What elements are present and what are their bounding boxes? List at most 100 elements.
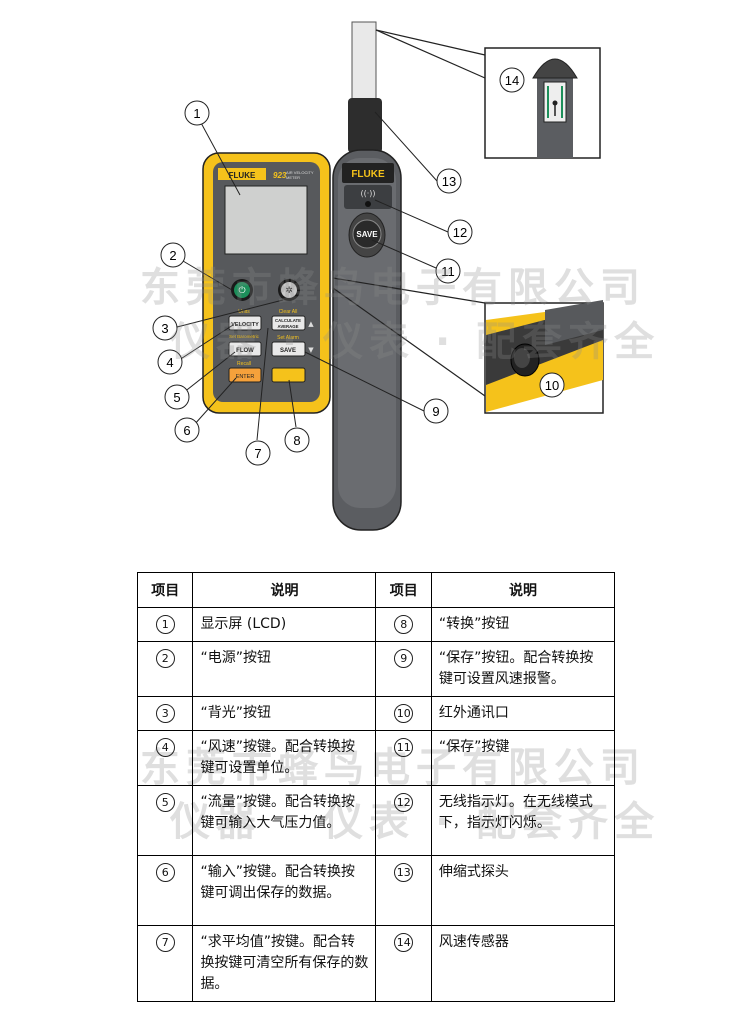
item-number-badge: 12 bbox=[394, 793, 414, 812]
callout-1 bbox=[184, 100, 210, 126]
svg-text:2: 2 bbox=[169, 248, 176, 263]
item-description: “转换”按钮 bbox=[430, 607, 616, 642]
item-description: “输入”按键。配合转换按键可调出保存的数据。 bbox=[192, 855, 377, 926]
flow-key bbox=[228, 341, 262, 357]
callout-5 bbox=[164, 384, 190, 410]
svg-text:ENTER: ENTER bbox=[236, 374, 255, 380]
lcd-display bbox=[224, 185, 308, 255]
item-number-badge: 7 bbox=[155, 933, 175, 952]
item-description: 伸缩式探头 bbox=[430, 855, 616, 926]
svg-text:AIR VELOCITY: AIR VELOCITY bbox=[286, 170, 314, 175]
save-key bbox=[271, 341, 306, 357]
item-number: 3 bbox=[136, 696, 194, 731]
item-number-badge: 6 bbox=[155, 863, 175, 882]
svg-text:11: 11 bbox=[441, 264, 455, 279]
callout-4 bbox=[157, 349, 183, 375]
svg-text:▲: ▲ bbox=[308, 320, 314, 328]
item-description: 显示屏 (LCD) bbox=[192, 607, 377, 642]
item-number-badge: 13 bbox=[394, 863, 414, 882]
item-number-badge: 3 bbox=[155, 704, 175, 723]
svg-text:13: 13 bbox=[442, 174, 456, 189]
svg-text:Recall: Recall bbox=[237, 361, 251, 367]
item-number-badge: 1 bbox=[155, 615, 175, 634]
callout-10 bbox=[539, 372, 565, 398]
meter-brand-logo: FLUKE bbox=[229, 171, 256, 180]
callout-12 bbox=[447, 219, 473, 245]
header-description: 说明 bbox=[192, 572, 377, 608]
item-description: “电源”按钮 bbox=[192, 641, 377, 697]
svg-text:5: 5 bbox=[173, 390, 180, 405]
item-number: 13 bbox=[375, 855, 432, 926]
svg-text:14: 14 bbox=[505, 73, 519, 88]
item-number-badge: 9 bbox=[394, 649, 414, 668]
shift-key bbox=[271, 367, 306, 383]
header-item: 项目 bbox=[136, 572, 194, 608]
svg-text:CALCULATE: CALCULATE bbox=[275, 318, 301, 323]
svg-text:Units: Units bbox=[238, 309, 250, 315]
svg-text:SAVE: SAVE bbox=[280, 348, 296, 354]
callout-14 bbox=[499, 67, 525, 93]
svg-text:4: 4 bbox=[166, 355, 173, 370]
item-number: 11 bbox=[375, 730, 432, 786]
item-number: 2 bbox=[136, 641, 194, 697]
svg-text:7: 7 bbox=[254, 446, 261, 461]
callout-9 bbox=[423, 398, 449, 424]
item-number-badge: 8 bbox=[394, 615, 414, 634]
item-description: “保存”按键 bbox=[430, 730, 616, 786]
svg-text:10: 10 bbox=[545, 378, 559, 393]
item-description: “风速”按键。配合转换按键可设置单位。 bbox=[192, 730, 377, 786]
svg-text:923: 923 bbox=[273, 171, 287, 180]
item-description: 红外通讯口 bbox=[430, 696, 616, 731]
item-number: 8 bbox=[375, 607, 432, 642]
item-description: “求平均值”按键。配合转换按键可清空所有保存的数据。 bbox=[192, 925, 377, 1002]
svg-text:VELOCITY: VELOCITY bbox=[231, 322, 259, 328]
callout-8 bbox=[284, 427, 310, 453]
item-number-badge: 5 bbox=[155, 793, 175, 812]
svg-text:METER: METER bbox=[286, 175, 300, 180]
item-description: 风速传感器 bbox=[430, 925, 616, 1002]
svg-text:FLOW: FLOW bbox=[236, 348, 254, 354]
item-number: 1 bbox=[136, 607, 194, 642]
svg-text:1: 1 bbox=[193, 106, 200, 121]
svg-text:8: 8 bbox=[293, 433, 300, 448]
table-row: 2“电源”按钮 9 “保存”按钮。配合转换按键可设置风速报警。 bbox=[136, 641, 616, 697]
item-number: 14 bbox=[375, 925, 432, 1002]
callout-6 bbox=[174, 417, 200, 443]
parts-table: 项目 说明 项目 说明 1 显示屏 (LCD) 8 “转换”按钮 2“电源”按钮 9 “保存… bbox=[136, 572, 616, 1002]
callout-2 bbox=[160, 242, 186, 268]
svg-text:6: 6 bbox=[183, 423, 190, 438]
item-number: 12 bbox=[375, 785, 432, 856]
item-number-badge: 4 bbox=[155, 738, 175, 757]
table-row: 5 “流量”按键。配合转换按键可输入大气压力值。 12 无线指示灯。在无线模式下，指示… bbox=[136, 785, 616, 856]
svg-text:12: 12 bbox=[453, 225, 467, 240]
table-row: 4 “风速”按键。配合转换按键可设置单位。 11 “保存”按键 bbox=[136, 730, 616, 786]
power-button bbox=[234, 282, 250, 298]
svg-text:3: 3 bbox=[161, 321, 168, 336]
table-header-row: 项目 说明 项目 说明 bbox=[136, 572, 616, 608]
calculate-average-key bbox=[271, 315, 306, 331]
callout-7 bbox=[245, 440, 271, 466]
item-number-badge: 10 bbox=[394, 704, 414, 723]
item-description: “流量”按键。配合转换按键可输入大气压力值。 bbox=[192, 785, 377, 856]
probe-handle bbox=[348, 98, 382, 153]
item-description: “背光”按钮 bbox=[192, 696, 377, 731]
svg-text:✲: ✲ bbox=[285, 286, 293, 296]
svg-text:Set Alarm: Set Alarm bbox=[277, 335, 299, 341]
item-number: 9 bbox=[375, 641, 432, 697]
velocity-key bbox=[228, 315, 262, 331]
svg-text:Set Barometric: Set Barometric bbox=[229, 334, 260, 339]
svg-text:9: 9 bbox=[432, 404, 439, 419]
table-row: 1 显示屏 (LCD) 8 “转换”按钮 bbox=[136, 607, 616, 642]
item-description: 无线指示灯。在无线模式下，指示灯闪烁。 bbox=[430, 785, 616, 856]
svg-text:SAVE: SAVE bbox=[356, 230, 378, 239]
item-number: 10 bbox=[375, 696, 432, 731]
wireless-indicator-icon: ((·)) bbox=[360, 189, 375, 198]
callout-3 bbox=[152, 315, 178, 341]
header-item: 项目 bbox=[375, 572, 432, 608]
item-description: “保存”按钮。配合转换按键可设置风速报警。 bbox=[430, 641, 616, 697]
table-row: 6 “输入”按键。配合转换按键可调出保存的数据。 13 伸缩式探头 bbox=[136, 855, 616, 926]
item-number: 7 bbox=[136, 925, 194, 1002]
svg-text:⏻: ⏻ bbox=[238, 285, 245, 296]
item-number-badge: 11 bbox=[394, 738, 414, 757]
